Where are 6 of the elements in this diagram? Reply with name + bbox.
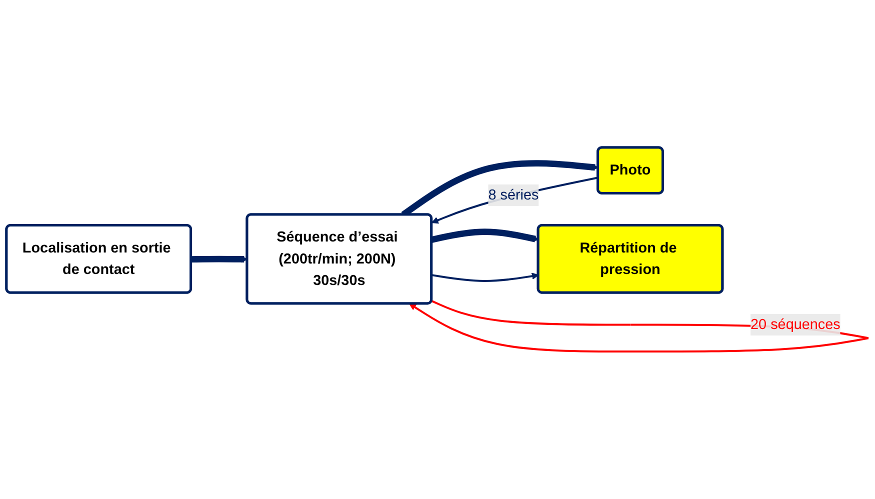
edge-label: 8 séries (488, 186, 539, 203)
edge-label: 20 séquences (750, 316, 840, 332)
arrow (431, 228, 539, 243)
arrow (431, 176, 598, 224)
arrow (191, 256, 248, 263)
arrow (432, 272, 539, 282)
